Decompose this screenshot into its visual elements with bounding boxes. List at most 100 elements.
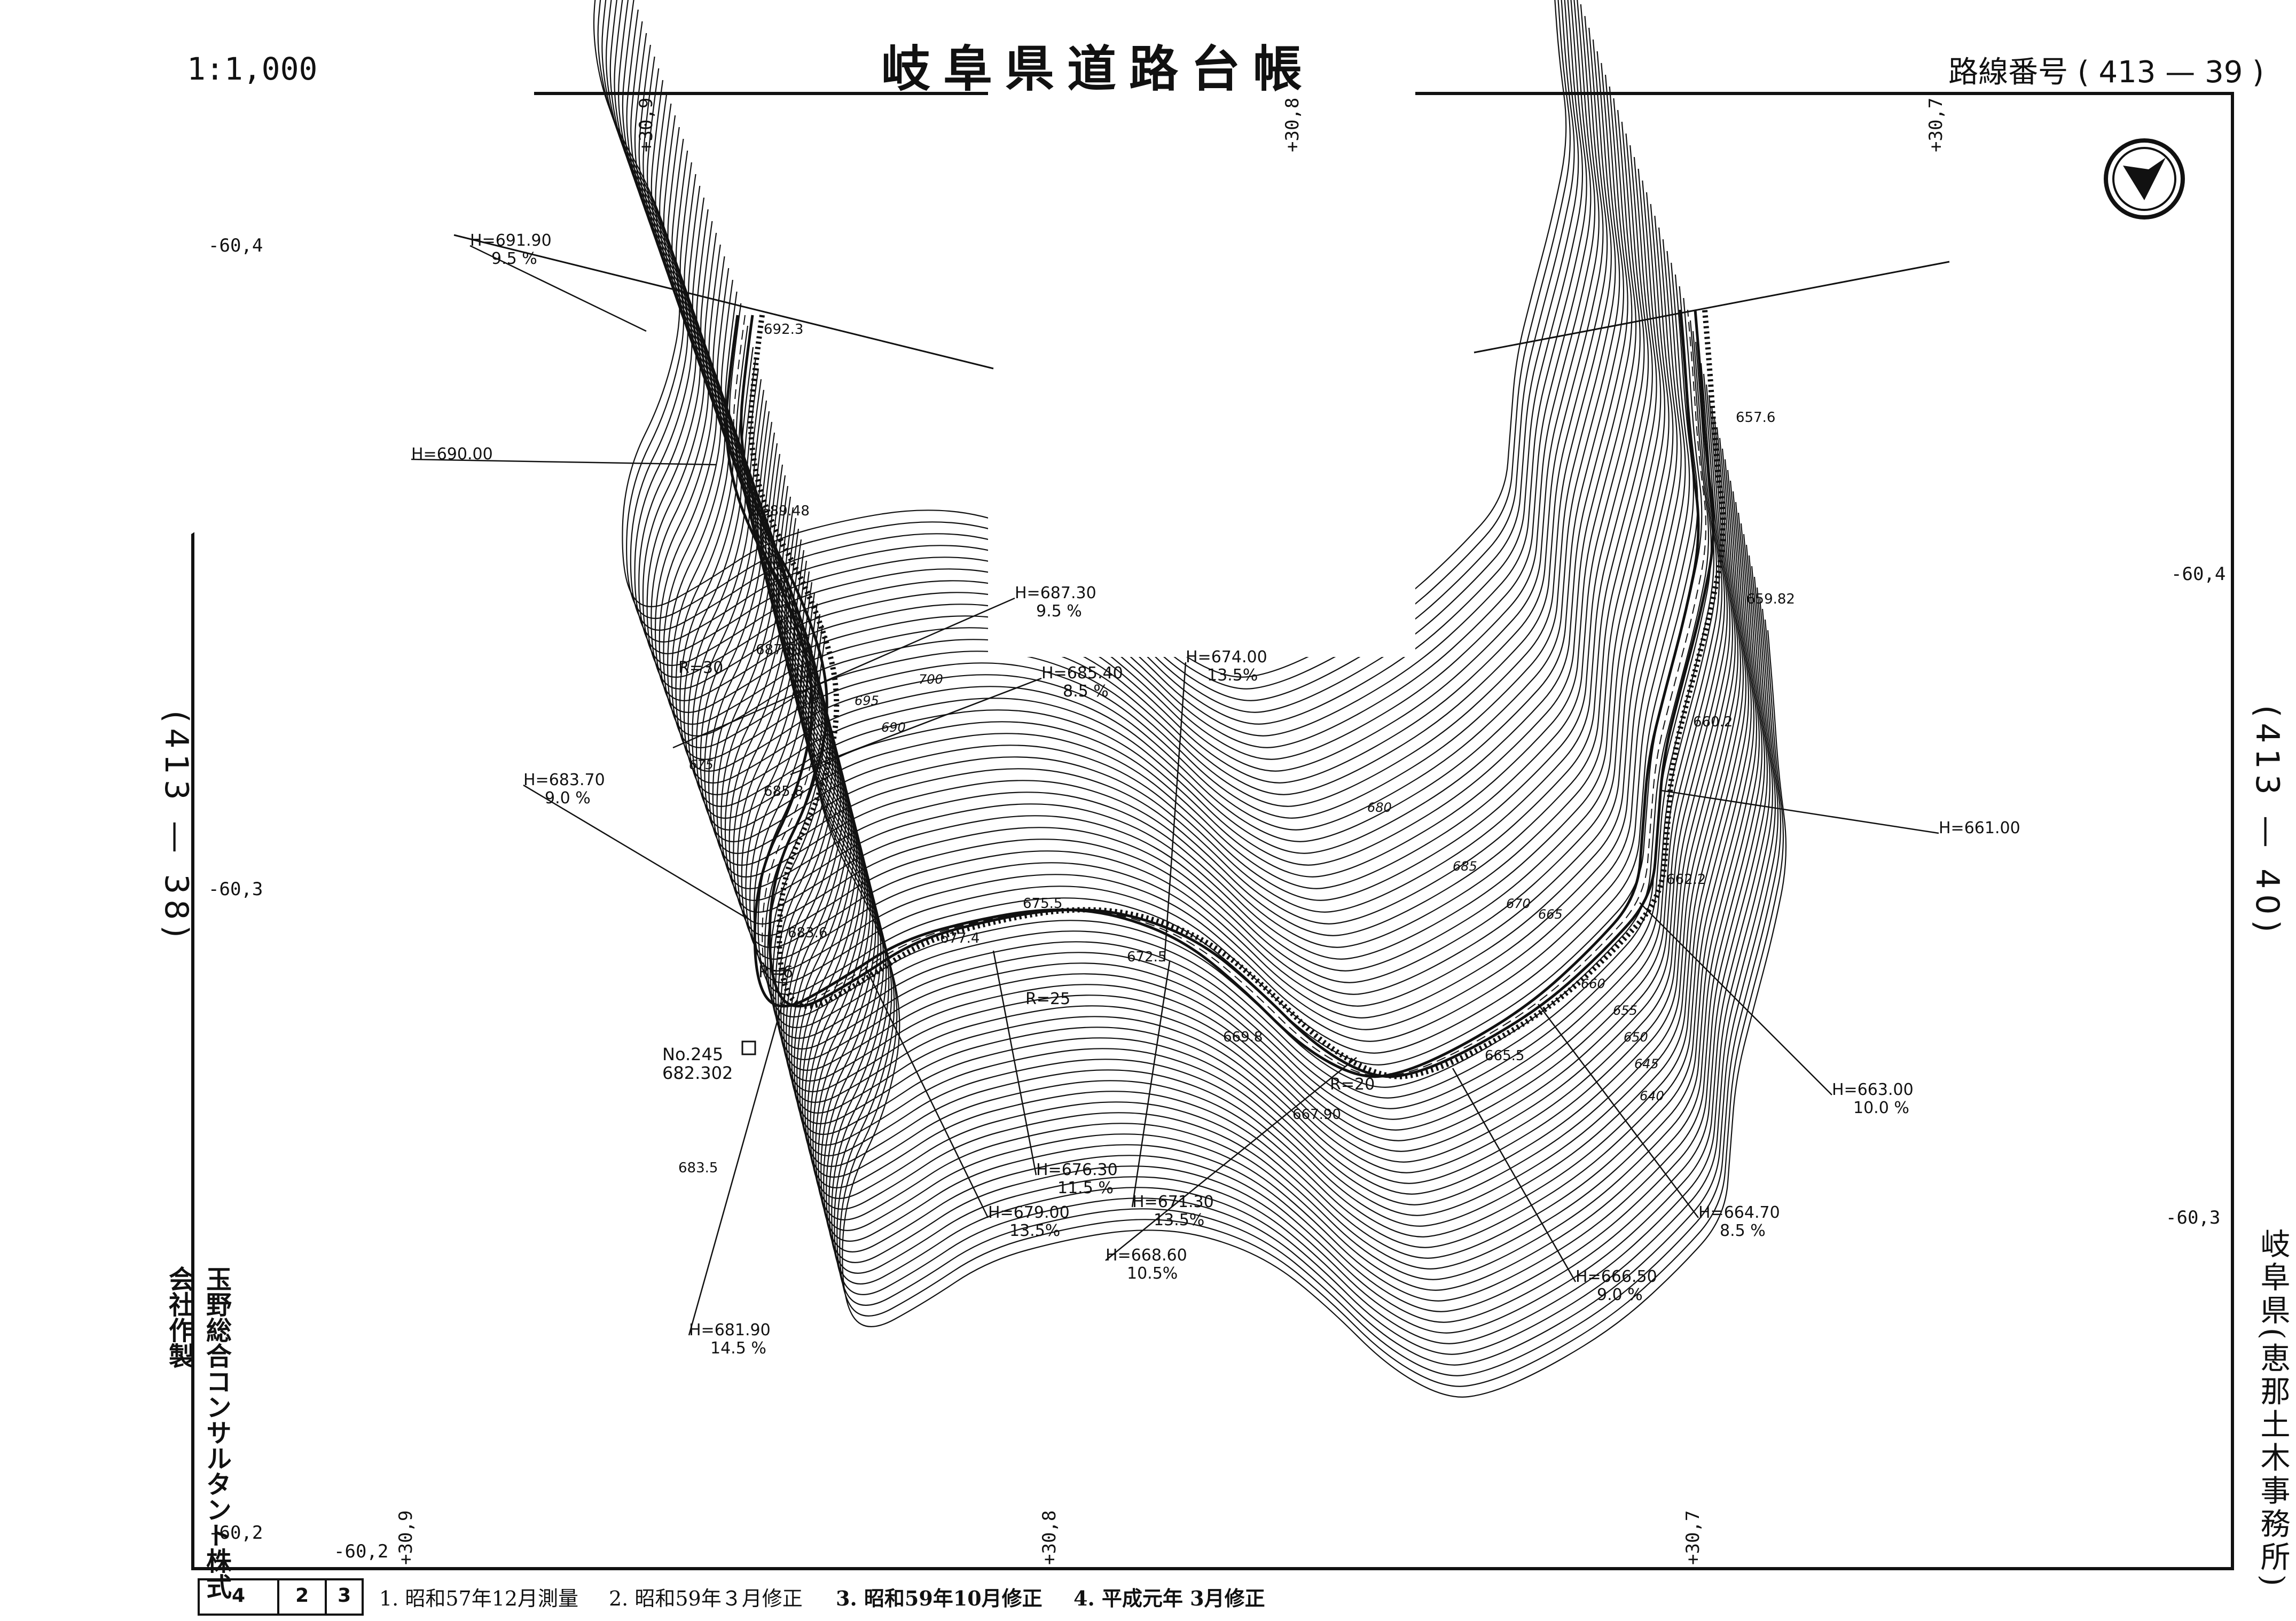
spot-height-label: 657.6 xyxy=(1736,410,1775,426)
benchmark-marker xyxy=(741,1040,756,1055)
spot-height-label: 675.5 xyxy=(1023,896,1062,912)
grade-percent-label: 11.5 % xyxy=(1057,1179,1114,1197)
grade-percent-label: 10.0 % xyxy=(1853,1099,1909,1117)
ridge-line-right xyxy=(1474,261,1950,354)
contour-line xyxy=(781,502,1755,1270)
spot-height-label: 677.4 xyxy=(940,930,979,946)
edge-coord-top-1: +30,9 xyxy=(636,97,657,152)
contour-line xyxy=(786,523,1760,1291)
route-dash: — xyxy=(2165,55,2196,90)
grade-elevation-label: H=683.70 xyxy=(523,771,605,789)
contour-value-label: 690 xyxy=(881,720,906,735)
road-edge-left xyxy=(725,309,1700,1078)
benchmark-name: No.245 xyxy=(662,1044,723,1064)
grade-percent-label: 9.5 % xyxy=(491,249,537,268)
sheet-index-box: 4 2 3 xyxy=(198,1578,364,1616)
contour-line xyxy=(684,168,1657,936)
contour-line xyxy=(808,608,1782,1376)
contour-value-label: 640 xyxy=(1640,1089,1664,1103)
grade-elevation-label: H=690.00 xyxy=(411,445,493,464)
spot-height-label: 689.48 xyxy=(761,503,810,519)
spot-height-label: 685.8 xyxy=(764,784,803,800)
contour-value-label: 695 xyxy=(855,693,879,708)
revision-4: 4. 平成元年 3月修正 xyxy=(1073,1586,1265,1610)
sheet-box-1: 4 xyxy=(200,1580,280,1614)
grade-leader xyxy=(688,993,786,1336)
route-open: ( xyxy=(2077,55,2089,90)
contour-value-label: 660 xyxy=(1581,976,1605,991)
curve-radius-label: R=25 xyxy=(1025,990,1070,1008)
grade-leader xyxy=(1163,662,1187,962)
edge-coord-bottom-2: +30,8 xyxy=(1039,1510,1060,1565)
spot-height-label: 660.2 xyxy=(1693,714,1733,730)
grade-leader-lines xyxy=(411,245,1939,1336)
grade-elevation-label: H=664.70 xyxy=(1698,1203,1780,1222)
edge-coord-left-3: -60,2 xyxy=(208,1522,263,1544)
contour-value-label: 670 xyxy=(1506,896,1531,911)
contour-line xyxy=(655,86,1628,854)
grade-percent-label: 10.5% xyxy=(1127,1264,1178,1283)
benchmark-value: 682.302 xyxy=(662,1063,733,1083)
sheet-box-2: 2 xyxy=(279,1580,327,1614)
revision-1: 1. 昭和57年12月測量 xyxy=(379,1587,579,1610)
contour-value-label: 700 xyxy=(919,672,943,687)
grade-elevation-label: H=676.30 xyxy=(1036,1161,1118,1179)
spot-height-label: 662.2 xyxy=(1666,872,1706,888)
adjacent-sheet-right: (413 — 40) xyxy=(2248,705,2286,938)
grade-elevation-label: H=687.30 xyxy=(1015,584,1096,602)
north-arrow-icon xyxy=(2104,138,2185,220)
grade-percent-label: 8.5 % xyxy=(1063,682,1109,701)
grade-elevation-label: H=661.00 xyxy=(1939,819,2020,837)
contour-line xyxy=(634,27,1608,795)
contour-line xyxy=(659,98,1633,866)
grade-leader xyxy=(1538,1004,1699,1218)
curve-radius-label: R=6 xyxy=(758,963,793,982)
ridge-line-left xyxy=(453,234,994,370)
contour-line xyxy=(789,534,1763,1302)
grade-leader xyxy=(672,597,1015,749)
grade-percent-label: 9.5 % xyxy=(1036,602,1082,621)
contour-value-label: 680 xyxy=(1367,800,1392,815)
grade-leader xyxy=(1639,902,1832,1095)
contour-value-label: 645 xyxy=(1634,1056,1659,1071)
contour-line xyxy=(797,566,1771,1334)
contour-line xyxy=(708,239,1682,1007)
sheet-box-3: 3 xyxy=(338,1585,351,1607)
contour-value-label: 665 xyxy=(1538,907,1563,922)
contour-lines xyxy=(191,0,1787,1398)
spot-height-label: 667.90 xyxy=(1292,1107,1341,1123)
contour-line xyxy=(792,544,1766,1312)
grade-percent-label: 8.5 % xyxy=(1720,1221,1766,1240)
route-number: 路線番号 ( 413 — 39 ) xyxy=(1948,48,2264,91)
map-scale: 1:1,000 xyxy=(187,51,318,87)
maker-name: 玉野総合コンサルタント株式会社作製 xyxy=(164,1266,231,1599)
grade-elevation-label: H=681.90 xyxy=(689,1321,771,1340)
grade-leader xyxy=(1660,789,1939,834)
edge-coord-bottom-left: -60,2 xyxy=(334,1541,389,1562)
spot-height-label: 683.5 xyxy=(678,1160,718,1176)
grade-elevation-label: H=691.90 xyxy=(470,231,552,250)
contour-line xyxy=(638,39,1612,807)
grade-elevation-label: H=666.50 xyxy=(1576,1267,1657,1286)
contour-value-label: 675 xyxy=(689,757,714,772)
spot-height-label: 687.6 xyxy=(756,642,795,658)
grade-elevation-label: H=679.00 xyxy=(988,1203,1070,1222)
contour-line xyxy=(813,630,1787,1398)
grade-percent-label: 13.5% xyxy=(1009,1221,1060,1240)
edge-coord-bottom-1: +30,9 xyxy=(395,1510,417,1565)
contour-line xyxy=(630,15,1604,784)
adjacent-sheet-left: (413 — 38) xyxy=(158,710,195,943)
grade-leader xyxy=(1105,1057,1357,1261)
edge-coord-bottom-3: +30,7 xyxy=(1682,1510,1704,1565)
road-centerline xyxy=(733,309,1706,1077)
edge-coord-top-2: +30,8 xyxy=(1282,97,1303,152)
grade-percent-label: 13.5% xyxy=(1207,666,1258,685)
curve-radius-label: R=20 xyxy=(1330,1075,1375,1094)
revision-3: 3. 昭和59年10月修正 xyxy=(836,1586,1043,1610)
contour-line xyxy=(783,512,1758,1280)
grade-leader xyxy=(523,784,748,920)
grade-elevation-label: H=674.00 xyxy=(1186,648,1267,667)
grade-leader xyxy=(411,458,716,466)
contour-line xyxy=(805,598,1779,1366)
